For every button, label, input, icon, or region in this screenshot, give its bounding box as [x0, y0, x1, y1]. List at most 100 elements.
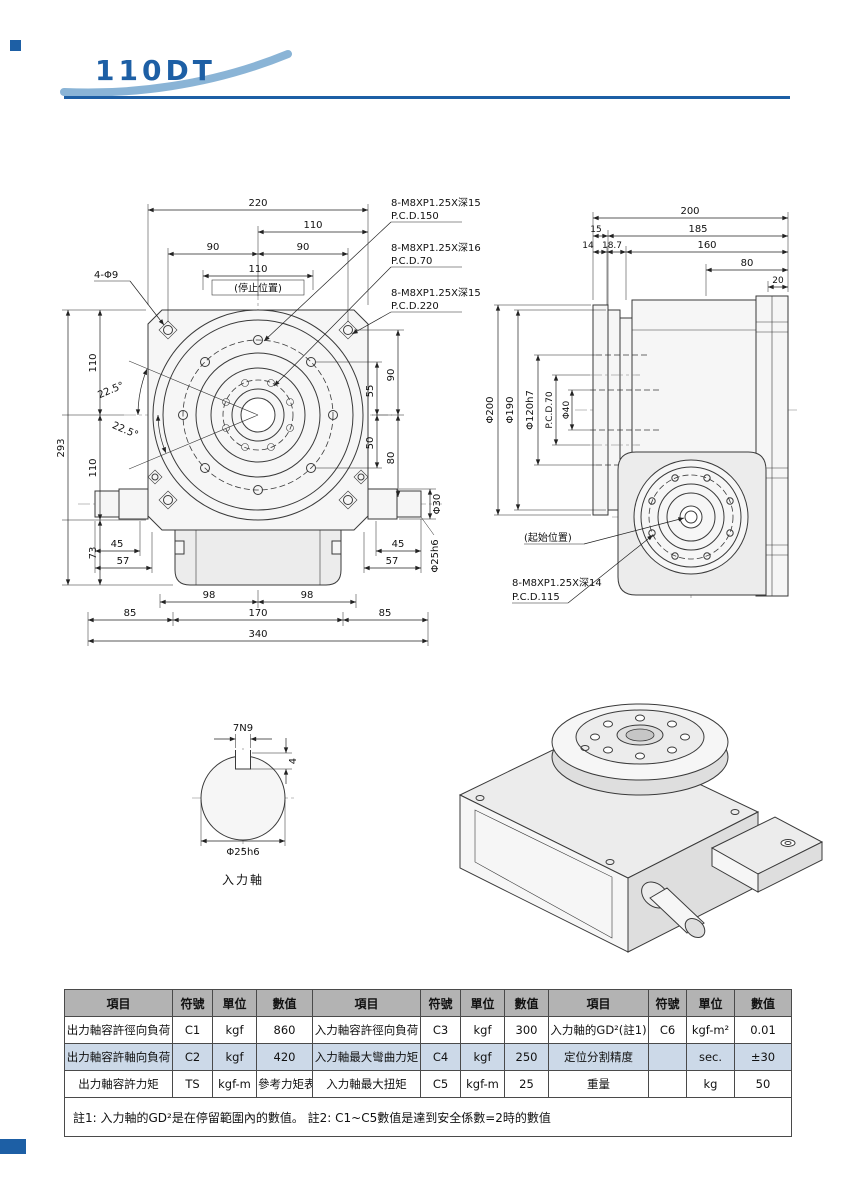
dim-label-98-right: 98: [301, 590, 314, 601]
cell: kgf: [212, 1016, 257, 1044]
cell: 出力軸容許徑向負荷: [64, 1016, 173, 1044]
cell: 860: [256, 1016, 313, 1044]
col-header-symbol-1: 符號: [172, 989, 213, 1017]
cell: 250: [504, 1043, 549, 1071]
dim-label-pcd70-side: P.C.D.70: [545, 391, 555, 429]
col-header-item-2: 項目: [312, 989, 421, 1017]
dim-label-50: 50: [365, 437, 376, 450]
bolt-holes-pcd70: [222, 379, 294, 451]
dim-label-85-right: 85: [379, 608, 392, 619]
dim-label-dia120h7: Φ120h7: [525, 390, 536, 430]
dim-label-20: 20: [772, 276, 784, 286]
header-rule: [64, 96, 790, 99]
callout-4-d9: 4-Φ9: [94, 270, 118, 281]
spec-note-row: 註1: 入力軸的GD²是在停留範圍內的數值。 註2: C1~C5數值是達到安全係…: [64, 1097, 792, 1137]
cell: 參考力矩表: [256, 1070, 313, 1098]
dim-label-98-left: 98: [203, 590, 216, 601]
input-face-circles: [633, 459, 749, 575]
dim-label-293: 293: [56, 438, 67, 457]
cell: 0.01: [734, 1016, 792, 1044]
stop-position-label: (停止位置): [234, 282, 282, 295]
cell: 重量: [548, 1070, 649, 1098]
dim-label-110-upper: 110: [88, 353, 99, 372]
col-header-value-2: 數值: [504, 989, 549, 1017]
cell: 300: [504, 1016, 549, 1044]
col-header-unit-3: 單位: [686, 989, 735, 1017]
cell: 420: [256, 1043, 313, 1071]
dim-label-dia30: Φ30: [432, 494, 443, 515]
cell: C5: [420, 1070, 461, 1098]
col-header-symbol-2: 符號: [420, 989, 461, 1017]
dim-label-dia40: Φ40: [562, 400, 572, 419]
dim-label-160: 160: [697, 240, 716, 251]
dim-label-110-lower: 110: [88, 458, 99, 477]
spec-row-2: 出力軸容許軸向負荷 C2 kgf 420 入力軸最大彎曲力矩 C4 kgf 25…: [64, 1043, 792, 1071]
dim-label-80-side: 80: [741, 258, 754, 269]
spec-row-3: 出力軸容許力矩 TS kgf-m 參考力矩表 入力軸最大扭矩 C5 kgf-m …: [64, 1070, 792, 1098]
callout-pcd70-line1: 8-M8XP1.25X深16: [391, 242, 481, 254]
col-header-item-3: 項目: [548, 989, 649, 1017]
dim-label-angle-lower: 22.5°: [110, 420, 139, 441]
callout-pcd150-line1: 8-M8XP1.25X深15: [391, 197, 481, 209]
cell: kgf: [212, 1043, 257, 1071]
footer-accent-tab: [0, 1139, 26, 1154]
callout-pcd150-line2: P.C.D.150: [391, 211, 439, 222]
callout-pcd220-line2: P.C.D.220: [391, 301, 439, 312]
cell: 入力軸最大扭矩: [312, 1070, 421, 1098]
col-header-symbol-3: 符號: [648, 989, 687, 1017]
col-header-item-1: 項目: [64, 989, 173, 1017]
input-shaft-detail: 7N9 4 Φ25h6 入力軸: [192, 723, 299, 887]
dim-label-57-left: 57: [117, 556, 130, 567]
dim-label-185: 185: [688, 224, 707, 235]
cell: kgf-m: [460, 1070, 505, 1098]
dim-label-dia190: Φ190: [505, 397, 516, 424]
cell: 定位分割精度: [548, 1043, 649, 1071]
cell: C3: [420, 1016, 461, 1044]
cell: 25: [504, 1070, 549, 1098]
bolt-holes-pcd150: [178, 335, 338, 495]
dim-label-45-left: 45: [111, 539, 124, 550]
front-view-drawing: 22.5° 22.5° 220 110 90 90 110 (停止位置) 293…: [56, 197, 481, 646]
cell: 出力軸容許軸向負荷: [64, 1043, 173, 1071]
cell: kgf-m²: [686, 1016, 735, 1044]
dim-label-85-left: 85: [124, 608, 137, 619]
col-header-unit-1: 單位: [212, 989, 257, 1017]
cell: kg: [686, 1070, 735, 1098]
col-header-value-1: 數值: [256, 989, 313, 1017]
col-header-value-3: 數值: [734, 989, 792, 1017]
dim-label-170: 170: [248, 608, 267, 619]
iso-dial-bolt-holes: [590, 714, 690, 760]
cell: 出力軸容許力矩: [64, 1070, 173, 1098]
keyway-slot: [235, 750, 251, 770]
table-note: 註1: 入力軸的GD²是在停留範圍內的數值。 註2: C1~C5數值是達到安全係…: [64, 1097, 792, 1137]
output-flange-edge: [592, 304, 609, 516]
dim-label-90-left: 90: [207, 242, 220, 253]
dim-label-57-right: 57: [386, 556, 399, 567]
cell: kgf: [460, 1016, 505, 1044]
dim-label-7n9: 7N9: [233, 723, 253, 734]
cell: 入力軸容許徑向負荷: [312, 1016, 421, 1044]
spec-table: 項目 符號 單位 數值 項目 符號 單位 數值 項目 符號 單位 數值 出力軸容…: [64, 989, 792, 1137]
dim-label-keyway-depth: 4: [288, 758, 299, 764]
isometric-view: [458, 703, 824, 953]
cell: C6: [648, 1016, 687, 1044]
dim-label-18-7: 18.7: [602, 241, 622, 251]
cell: kgf-m: [212, 1070, 257, 1098]
dim-label-45-right: 45: [392, 539, 405, 550]
dim-label-55: 55: [365, 385, 376, 398]
cell: 入力軸最大彎曲力矩: [312, 1043, 421, 1071]
input-shaft-left-end: [94, 490, 120, 518]
page-title: 110DT: [95, 54, 216, 87]
input-shaft-caption: 入力軸: [222, 873, 264, 887]
cell: 50: [734, 1070, 792, 1098]
cell: [648, 1043, 687, 1071]
callout-start-position: (起始位置): [524, 531, 572, 544]
dim-label-340: 340: [248, 629, 267, 640]
dim-label-15: 15: [590, 225, 601, 235]
dim-label-14: 14: [582, 241, 594, 251]
cell: ±30: [734, 1043, 792, 1071]
dim-label-200: 200: [680, 206, 699, 217]
cell: [648, 1070, 687, 1098]
